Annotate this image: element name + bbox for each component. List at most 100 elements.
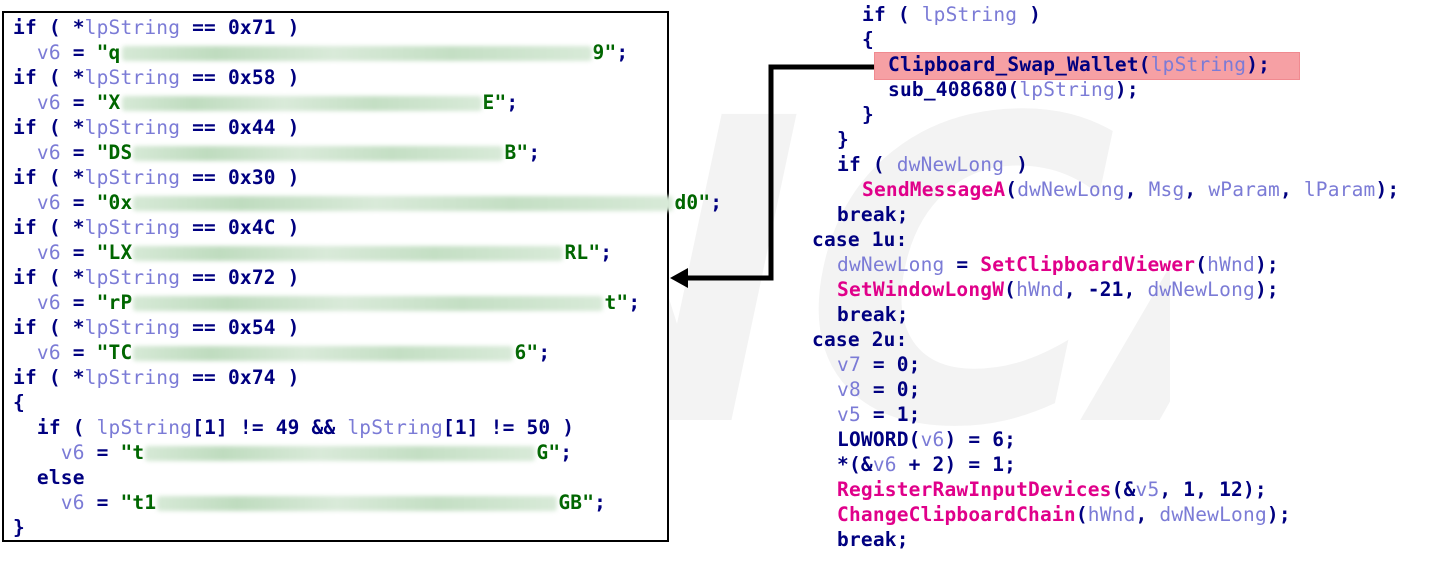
code-token: lpString xyxy=(84,216,181,239)
code-token: lpString xyxy=(84,366,181,389)
code-line: if ( *lpString == 0x74 ) xyxy=(13,365,300,390)
code-token: "rP xyxy=(96,291,133,314)
code-line: if ( lpString ) xyxy=(862,3,1042,26)
code-line: if ( *lpString == 0x72 ) xyxy=(13,265,300,290)
code-token: lpString xyxy=(347,416,443,439)
code-token: RL" xyxy=(564,241,601,264)
code-line: if ( dwNewLong ) xyxy=(837,153,1029,176)
code-line: break; xyxy=(837,528,909,551)
code-token: = xyxy=(60,291,97,314)
code-token: v6 xyxy=(36,41,61,64)
redacted-string xyxy=(133,196,674,211)
code-token: ) xyxy=(275,16,300,39)
highlight-box xyxy=(874,52,1300,80)
code-token: "TC xyxy=(96,341,133,364)
code-token: ) xyxy=(275,266,300,289)
code-token: == xyxy=(180,66,228,89)
code-token: lpString xyxy=(84,316,181,339)
redacted-string xyxy=(157,496,558,511)
code-token: 6" xyxy=(514,341,539,364)
code-token: lpString xyxy=(84,66,181,89)
code-line: sub_408680(lpString); xyxy=(888,78,1139,101)
code-line: } xyxy=(13,515,25,540)
code-token: v6 xyxy=(60,441,85,464)
code-token: == xyxy=(180,266,228,289)
code-line: v7 = 0; xyxy=(837,353,921,376)
code-line: ChangeClipboardChain(hWnd, dwNewLong); xyxy=(837,503,1291,526)
code-token: if ( * xyxy=(13,366,85,389)
code-token: if ( * xyxy=(13,266,85,289)
code-token: lpString xyxy=(84,166,181,189)
code-token: ) xyxy=(275,216,300,239)
code-token: ; xyxy=(594,491,607,514)
code-token: = xyxy=(60,91,97,114)
code-token: else xyxy=(13,466,85,489)
code-line: case 1u: xyxy=(812,228,908,251)
code-token: E" xyxy=(482,91,507,114)
code-token: v6 xyxy=(36,191,61,214)
code-line: } xyxy=(862,103,874,126)
code-token: if ( * xyxy=(13,16,85,39)
code-token: "t1 xyxy=(120,491,157,514)
code-token: lpString xyxy=(84,116,181,139)
code-token: ) xyxy=(275,166,300,189)
code-token: "LX xyxy=(96,241,133,264)
code-token: v6 xyxy=(36,141,61,164)
code-line: break; xyxy=(837,303,909,326)
code-line: RegisterRawInputDevices(&v5, 1, 12); xyxy=(837,478,1267,501)
code-token: ) xyxy=(275,116,300,139)
code-token: "X xyxy=(96,91,121,114)
code-token: [1] != 49 && xyxy=(192,416,348,439)
code-token: } xyxy=(13,516,25,539)
code-token: B" xyxy=(504,141,529,164)
code-token: 0x74 xyxy=(227,366,276,389)
arrow-connector xyxy=(670,64,874,288)
code-token: == xyxy=(180,316,228,339)
code-token: "0x xyxy=(96,191,133,214)
code-token: ; xyxy=(538,341,551,364)
code-line: v5 = 1; xyxy=(837,403,921,426)
code-line: case 2u: xyxy=(812,328,908,351)
code-token: = xyxy=(84,441,121,464)
code-token: G" xyxy=(536,441,561,464)
code-token: { xyxy=(13,391,25,414)
code-token: ; xyxy=(560,441,573,464)
code-line: v8 = 0; xyxy=(837,378,921,401)
code-token: if ( * xyxy=(13,66,85,89)
code-token: if ( * xyxy=(13,166,85,189)
code-token: = xyxy=(60,241,97,264)
code-token: v6 xyxy=(36,341,61,364)
code-line-highlighted: Clipboard_Swap_Wallet(lpString); xyxy=(888,53,1271,76)
code-token: v6 xyxy=(36,291,61,314)
code-line: if ( *lpString == 0x71 ) xyxy=(13,15,300,40)
code-token: 0x72 xyxy=(227,266,276,289)
redacted-string xyxy=(133,346,514,361)
code-token: v6 xyxy=(36,91,61,114)
code-token: 0x4C xyxy=(227,216,276,239)
code-line: dwNewLong = SetClipboardViewer(hWnd); xyxy=(837,253,1279,276)
code-token: lpString xyxy=(84,266,181,289)
code-token: 9" xyxy=(592,41,617,64)
code-token: lpString xyxy=(96,416,193,439)
redacted-string xyxy=(133,146,504,161)
code-token: = xyxy=(60,141,97,164)
code-line: if ( *lpString == 0x54 ) xyxy=(13,315,300,340)
code-line: if ( lpString[1] != 49 && lpString[1] !=… xyxy=(13,415,574,440)
code-token: 0x44 xyxy=(227,116,276,139)
code-token: GB" xyxy=(558,491,595,514)
code-line: if ( *lpString == 0x58 ) xyxy=(13,65,300,90)
code-token: == xyxy=(180,166,228,189)
code-token: 0x30 xyxy=(227,166,276,189)
redacted-string xyxy=(145,446,536,461)
redacted-string xyxy=(133,246,564,261)
code-line: break; xyxy=(837,203,909,226)
code-token: ; xyxy=(616,41,629,64)
code-token: ; xyxy=(710,191,723,214)
code-token: ; xyxy=(528,141,541,164)
